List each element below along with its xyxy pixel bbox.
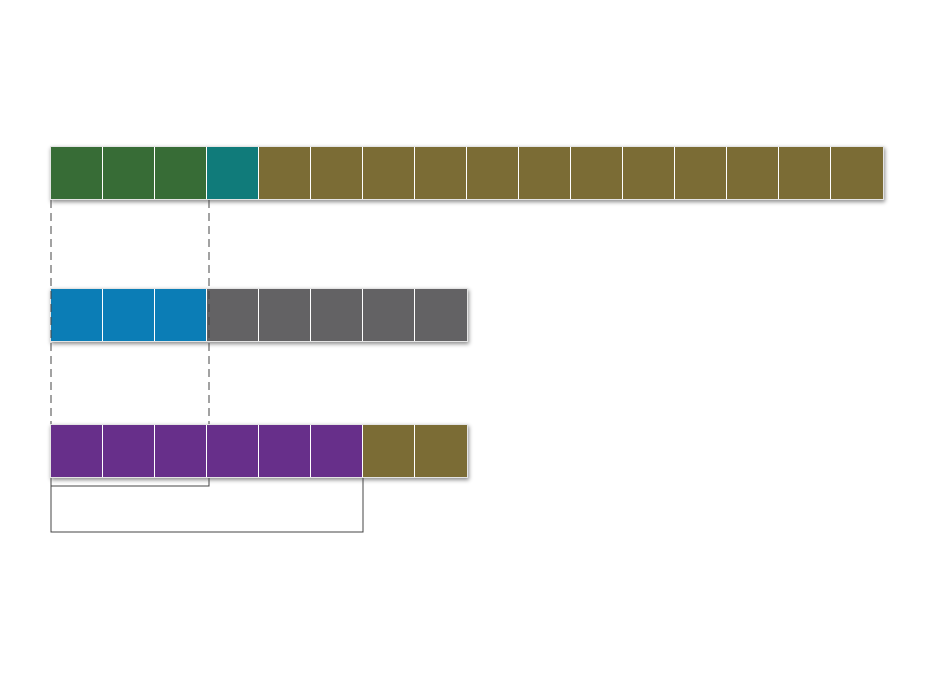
cell-strip-top (50, 146, 884, 200)
cell-purple (259, 425, 311, 477)
cell-strip-bottom (50, 424, 468, 478)
cell-olive (727, 147, 779, 199)
cell-purple (51, 425, 103, 477)
cell-olive (831, 147, 883, 199)
cell-blue (155, 289, 207, 341)
cell-purple (207, 425, 259, 477)
cell-olive (415, 425, 467, 477)
cell-purple (311, 425, 363, 477)
cell-strip-middle (50, 288, 468, 342)
cell-olive (259, 147, 311, 199)
cell-gray (207, 289, 259, 341)
cell-olive (623, 147, 675, 199)
bracket-short (50, 478, 210, 487)
cell-gray (415, 289, 467, 341)
cell-olive (519, 147, 571, 199)
cell-blue (51, 289, 103, 341)
cell-olive (363, 425, 415, 477)
cell-gray (311, 289, 363, 341)
cell-gray (363, 289, 415, 341)
cell-olive (415, 147, 467, 199)
cell-olive (779, 147, 831, 199)
cell-olive (467, 147, 519, 199)
cell-olive (363, 147, 415, 199)
cell-olive (675, 147, 727, 199)
cell-blue (103, 289, 155, 341)
cell-teal (207, 147, 259, 199)
cell-gray (259, 289, 311, 341)
cell-purple (103, 425, 155, 477)
cell-olive (311, 147, 363, 199)
cell-green (51, 147, 103, 199)
bracket-long (50, 478, 364, 533)
cell-purple (155, 425, 207, 477)
cell-olive (571, 147, 623, 199)
cell-green (103, 147, 155, 199)
cell-green (155, 147, 207, 199)
